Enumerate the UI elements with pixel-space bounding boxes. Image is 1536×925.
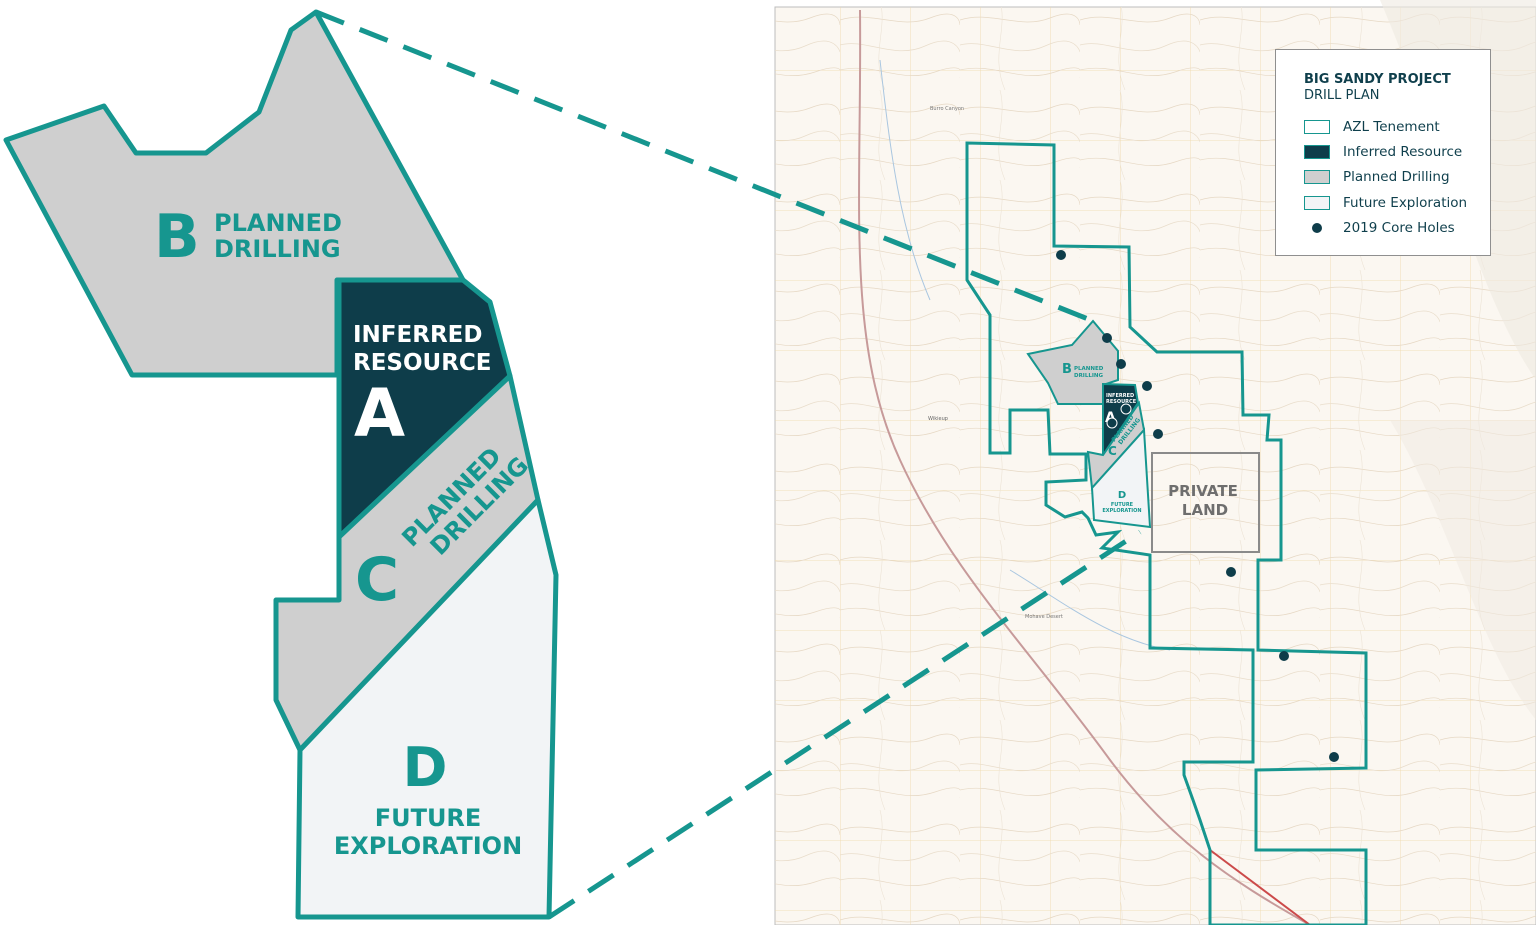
map-zone-d-letter: D [1118, 490, 1126, 501]
core-hole-dot-icon [1153, 429, 1163, 439]
place-wikieup: Wikieup [928, 416, 948, 422]
private-land-line1: PRIVATE [1168, 482, 1238, 500]
core-hole-dot-icon [1056, 250, 1066, 260]
zone-c-letter: C [355, 545, 399, 615]
zone-a-inferred-resource [336, 277, 513, 540]
zoom-connector-bottom [547, 529, 1142, 920]
map-zone-a-line2: RESOURCE [1106, 399, 1137, 405]
creek-line [879, 59, 931, 301]
enlarged-zone-diagram: B PLANNED DRILLING INFERRED RESOURCE A C… [3, 9, 559, 920]
zone-d-letter: D [403, 736, 448, 799]
map-zone-c-letter: C [1108, 444, 1117, 458]
core-hole-dot-icon [1329, 752, 1339, 762]
place-burro-canyon: Burro Canyon [930, 106, 964, 112]
core-holes [1056, 250, 1339, 762]
zone-d-label-line1: FUTURE [375, 804, 482, 832]
zone-a-label-line1: INFERRED [353, 322, 482, 348]
legend-item-label: Planned Drilling [1343, 169, 1450, 186]
map-zone-b-letter: B [1062, 362, 1072, 377]
legend-subtitle: DRILL PLAN [1304, 88, 1380, 103]
core-hole-dot-icon [1226, 567, 1236, 577]
legend-item-inferred: Inferred Resource [1304, 139, 1476, 164]
map-zone-d-line2: EXPLORATION [1102, 508, 1141, 514]
zone-b-label-line1: PLANNED [214, 209, 342, 237]
zone-d-label-line2: EXPLORATION [334, 832, 522, 860]
azl-tenement-outline [965, 141, 1368, 925]
legend-item-tenement: AZL Tenement [1304, 114, 1476, 139]
tenement-swatch [1304, 119, 1330, 134]
future-swatch [1304, 195, 1330, 210]
place-mohave-desert: Mohave Desert [1025, 614, 1063, 620]
core-hole-dot-icon [1304, 221, 1330, 235]
zone-b-label-line2: DRILLING [214, 235, 341, 263]
map-zone-b-line2: DRILLING [1074, 373, 1104, 379]
legend-item-core-holes: 2019 Core Holes [1304, 215, 1476, 240]
private-land-box [1151, 452, 1260, 553]
legend-item-label: AZL Tenement [1343, 118, 1440, 135]
planned-swatch [1304, 170, 1330, 185]
zone-b-letter: B [154, 202, 200, 272]
core-hole-dot-icon [1142, 381, 1152, 391]
zone-d-future-exploration [295, 497, 559, 920]
zone-c-planned-drilling [273, 373, 541, 753]
core-hole-dot-icon [1279, 651, 1289, 661]
map-zone-d-future-exploration [1090, 427, 1152, 529]
legend-item-label: 2019 Core Holes [1343, 219, 1455, 236]
legend-item-future: Future Exploration [1304, 190, 1476, 215]
map-zone-d-line1: FUTURE [1111, 502, 1134, 508]
map-zone-a-line1: INFERRED [1106, 393, 1134, 399]
private-land-line2: LAND [1182, 501, 1228, 519]
highway-line [858, 9, 1311, 925]
inferred-swatch [1304, 144, 1330, 159]
legend-item-planned: Planned Drilling [1304, 165, 1476, 190]
legend-item-label: Future Exploration [1343, 194, 1468, 211]
highway-red-segment [1209, 849, 1311, 925]
legend-item-label: Inferred Resource [1343, 143, 1463, 160]
map-zone-b-planned-drilling [1026, 319, 1119, 405]
map-legend: BIG SANDY PROJECT DRILL PLAN AZL Tenemen… [1275, 49, 1491, 256]
map-zone-b-line1: PLANNED [1074, 366, 1104, 372]
core-hole-dot-icon [1116, 359, 1126, 369]
legend-title: BIG SANDY PROJECT [1304, 72, 1451, 87]
core-hole-dot-icon [1106, 417, 1118, 429]
mountain-shade-east [1390, 420, 1536, 720]
map-zone-c-planned-drilling [1086, 400, 1146, 491]
core-hole-dot-icon [1120, 403, 1132, 415]
core-hole-dot-icon [1102, 333, 1112, 343]
zone-a-label-line2: RESOURCE [353, 350, 492, 376]
zone-a-letter: A [354, 375, 405, 452]
